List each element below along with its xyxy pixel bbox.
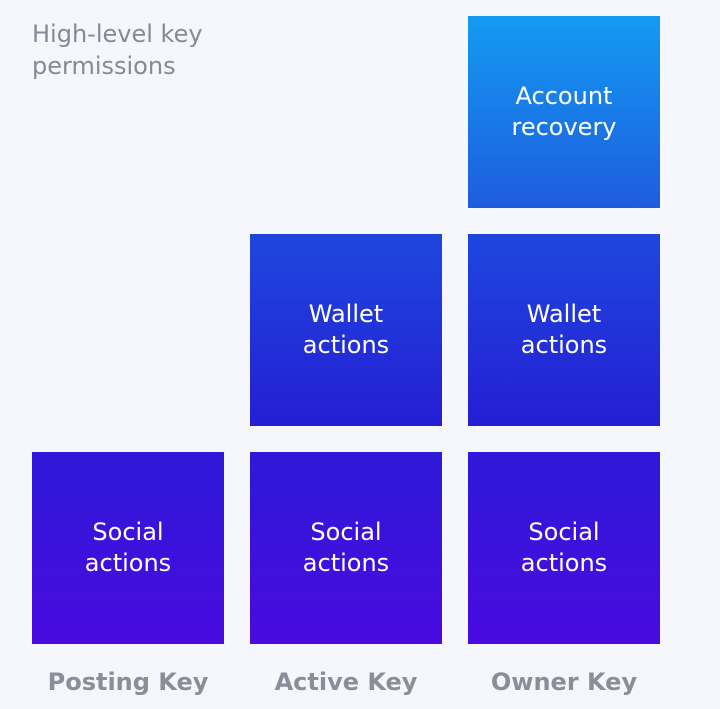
tile-label-line-1: Wallet bbox=[526, 300, 602, 328]
tile-label-line-1: Wallet bbox=[308, 300, 384, 328]
tile-label-line-2: actions bbox=[520, 549, 608, 577]
tile-social-actions-owner: Social actions bbox=[468, 452, 660, 644]
tile-social-actions-posting: Social actions bbox=[32, 452, 224, 644]
tile-label-line-1: Social bbox=[310, 518, 382, 546]
tile-label-line-2: actions bbox=[520, 331, 608, 359]
tile-label-line-1: Social bbox=[92, 518, 164, 546]
tile-label-line-2: actions bbox=[302, 549, 390, 577]
tile-label-line-2: actions bbox=[84, 549, 172, 577]
tile-wallet-actions-active: Wallet actions bbox=[250, 234, 442, 426]
posting-key-label: Posting Key bbox=[47, 668, 209, 696]
tile-label-line-1: Social bbox=[528, 518, 600, 546]
heading-line-1: High-level key bbox=[32, 20, 203, 48]
tile-wallet-actions-owner: Wallet actions bbox=[468, 234, 660, 426]
owner-key-label: Owner Key bbox=[490, 668, 638, 696]
diagram-heading: High-level key permissions bbox=[32, 18, 272, 82]
heading-line-2: permissions bbox=[32, 52, 176, 80]
tile-label-line-2: actions bbox=[302, 331, 390, 359]
active-key-label: Active Key bbox=[274, 668, 418, 696]
tile-account-recovery-owner: Account recovery bbox=[468, 16, 660, 208]
tile-label-line-2: recovery bbox=[511, 113, 617, 141]
tile-social-actions-active: Social actions bbox=[250, 452, 442, 644]
tile-label-line-1: Account bbox=[515, 82, 613, 110]
